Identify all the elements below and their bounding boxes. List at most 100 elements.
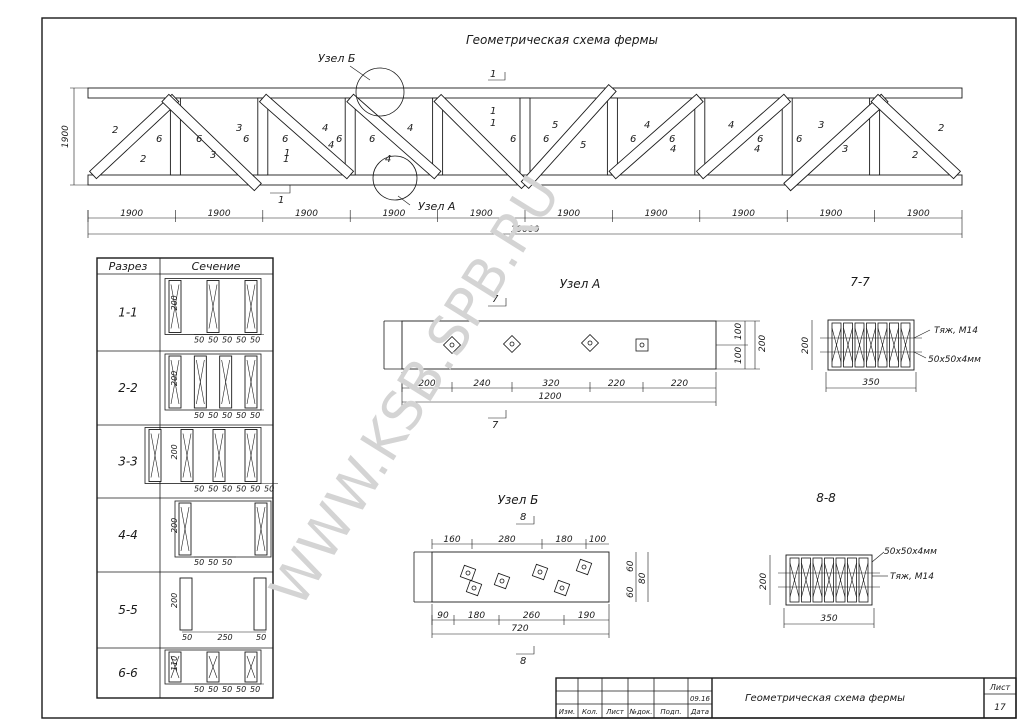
truss-vertical — [606, 97, 618, 176]
title-block-date: 09.16 — [690, 695, 711, 703]
truss-member-mark: 6 — [336, 134, 342, 145]
node-b-dim-right-2: 60 — [626, 586, 636, 598]
section-7-angle: 50х50х4мм — [928, 355, 981, 365]
truss-member-mark: 4 — [670, 144, 676, 155]
section-hatch — [866, 327, 876, 363]
panel-dim-label: 1900 — [732, 209, 755, 219]
truss-member-mark: 1 — [490, 118, 496, 129]
truss-member-mark: 3 — [818, 120, 824, 131]
truss-diagonal — [161, 93, 262, 192]
table-cut-label: 5-5 — [118, 603, 138, 617]
truss-member-mark: 6 — [630, 134, 636, 145]
bolt-plate — [575, 558, 593, 576]
section-7-rod: Тяж, М14 — [934, 326, 978, 336]
section-hatch — [208, 655, 218, 679]
truss-diagonal — [258, 93, 355, 180]
table-header-section: Сечение — [192, 260, 241, 273]
panel-dim-label: 1900 — [208, 209, 231, 219]
section-hatch — [170, 359, 180, 405]
bolt-hole — [499, 578, 505, 584]
section-outline — [144, 427, 262, 484]
truss-member-mark: 4 — [407, 123, 413, 134]
node-b-dim-top-label: 180 — [555, 535, 572, 545]
table-height-label: 200 — [170, 295, 179, 310]
truss-vertical — [344, 97, 356, 176]
title-block-header: Дата — [690, 708, 709, 716]
section-bar — [877, 322, 888, 368]
table-width-label: 50 — [194, 558, 204, 567]
section-bar — [843, 322, 853, 368]
bolt-plate — [580, 333, 600, 353]
truss-vertical — [432, 97, 444, 176]
title-block-header: Изм. — [559, 708, 575, 716]
truss-member-mark: 6 — [196, 134, 202, 145]
section-8-bars — [778, 554, 880, 606]
section-bar — [858, 557, 869, 603]
section-bar — [847, 557, 857, 603]
table-width-label: 50 — [250, 485, 260, 494]
bolt-plate — [465, 579, 483, 597]
table-width-label: 50 — [222, 685, 232, 694]
section-bar — [900, 322, 911, 368]
node-b-dim-top-label: 100 — [589, 535, 606, 545]
section-7-7: 7-7 200 350 Тяж, М14 50х50х4мм — [801, 275, 981, 392]
section-hatch — [214, 433, 224, 478]
table-cut-label: 6-6 — [118, 666, 138, 680]
table-width-label: 50 — [222, 336, 232, 345]
table-cut-label: 2-2 — [118, 381, 138, 395]
node-b-section-mark-bottom: 8 — [520, 656, 526, 667]
node-a-dim-label: 240 — [473, 379, 490, 389]
truss-member-mark: 2 — [912, 150, 918, 161]
truss-diagonals — [88, 84, 962, 192]
table-width-label: 50 — [194, 685, 204, 694]
node-a-label: Узел А — [418, 200, 455, 213]
node-a-dim-right-1: 100 — [734, 323, 744, 340]
truss-member-mark: 3 — [210, 150, 216, 161]
truss-member-mark: 1 — [284, 148, 290, 159]
truss-diagonal — [608, 93, 704, 180]
node-b-dim-right-1: 60 — [626, 560, 636, 572]
panel-dim-label: 1900 — [557, 209, 580, 219]
section-hatch — [208, 284, 218, 329]
table-height-label: 200 — [170, 371, 179, 386]
section-8-width: 350 — [820, 614, 837, 624]
section-bar — [253, 577, 267, 631]
section-bar — [812, 557, 823, 603]
truss-total-label: 19000 — [511, 225, 540, 235]
truss-member-mark: 3 — [236, 123, 242, 134]
truss-member-mark: 2 — [938, 123, 944, 134]
truss-member-mark: 6 — [796, 134, 802, 145]
truss-member-mark: 2 — [140, 154, 146, 165]
section-hatch — [789, 562, 800, 598]
section-hatch — [847, 562, 857, 598]
section-hatch — [854, 327, 865, 363]
bolt-hole — [581, 564, 587, 570]
truss-vertical — [519, 97, 531, 176]
section-bar — [854, 322, 865, 368]
truss-diagonal — [88, 93, 180, 180]
section-8-height: 200 — [759, 573, 769, 590]
node-a-dim-right-2: 100 — [734, 347, 744, 364]
node-a-section-mark-top: 7 — [492, 294, 499, 305]
table-cut-label: 1-1 — [118, 306, 138, 320]
truss-diagonal — [695, 93, 792, 180]
truss-member-mark: 6 — [243, 134, 249, 145]
table-cut-label: 3-3 — [118, 455, 138, 469]
table-width-label: 50 — [222, 558, 232, 567]
table-height-label: 200 — [170, 518, 179, 533]
table-width-label: 50 — [236, 685, 246, 694]
title-block-header: Лист — [605, 708, 625, 716]
truss-member-mark: 2 — [112, 125, 118, 136]
panel-dim-label: 1900 — [295, 209, 318, 219]
panel-dim-label: 1900 — [120, 209, 143, 219]
section-bar — [866, 322, 876, 368]
section-sketch — [179, 577, 267, 631]
section-sketch — [164, 353, 262, 411]
bolt-plate — [553, 579, 571, 597]
